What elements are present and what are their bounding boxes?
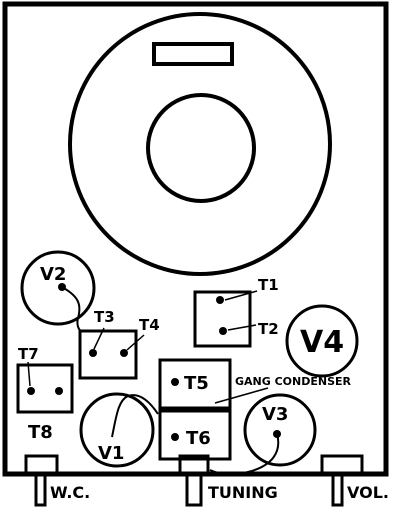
wc-control-shaft — [34, 473, 47, 507]
label-wc: W.C. — [50, 483, 90, 502]
t3-arrow — [93, 327, 105, 350]
label-tuning: TUNING — [208, 483, 278, 502]
lead-v3-tuning — [209, 433, 280, 476]
transformer-t1-t2 — [193, 290, 252, 348]
coil-t5 — [158, 358, 232, 410]
label-v4: V4 — [300, 325, 344, 360]
label-t8: T8 — [28, 422, 53, 443]
valve-v4 — [285, 304, 359, 378]
t7-arrow — [27, 361, 31, 387]
label-v2: V2 — [40, 264, 66, 285]
speaker-inner-circle — [146, 93, 256, 203]
gang-condenser-arrow — [214, 387, 269, 404]
label-v1: V1 — [98, 443, 124, 464]
label-vol: VOL. — [347, 483, 389, 502]
valve-v3 — [243, 393, 317, 467]
speaker-outer-circle — [68, 12, 332, 276]
label-t3: T3 — [94, 308, 115, 326]
t2-arrow — [227, 324, 257, 331]
lead-v1-t6 — [111, 394, 159, 438]
valve-v1 — [79, 392, 155, 468]
t7-terminal — [27, 387, 35, 395]
label-t5: T5 — [184, 373, 209, 394]
t4-terminal — [120, 349, 128, 357]
label-t1: T1 — [258, 276, 279, 294]
coil-t6 — [158, 409, 232, 461]
t3-terminal — [89, 349, 97, 357]
valve-v2 — [20, 250, 96, 326]
t1-terminal — [216, 296, 224, 304]
speaker-top-slot — [152, 42, 234, 66]
transformer-t3-t4 — [78, 329, 138, 380]
vol-control-shaft — [331, 473, 344, 507]
label-t6: T6 — [186, 428, 211, 449]
t5-terminal — [171, 378, 179, 386]
label-t2: T2 — [258, 320, 279, 338]
label-v3: V3 — [262, 404, 288, 425]
label-t4: T4 — [139, 316, 160, 334]
t8-terminal — [55, 387, 63, 395]
label-gang-condenser: GANG CONDENSER — [235, 375, 352, 388]
tuning-control-shaft — [185, 473, 203, 507]
transformer-t7-t8 — [16, 363, 74, 414]
t1-arrow — [224, 290, 258, 301]
label-t7: T7 — [18, 345, 39, 363]
chassis-outline — [2, 1, 389, 477]
t2-terminal — [219, 327, 227, 335]
t4-arrow — [126, 334, 145, 351]
t6-terminal — [171, 433, 179, 441]
